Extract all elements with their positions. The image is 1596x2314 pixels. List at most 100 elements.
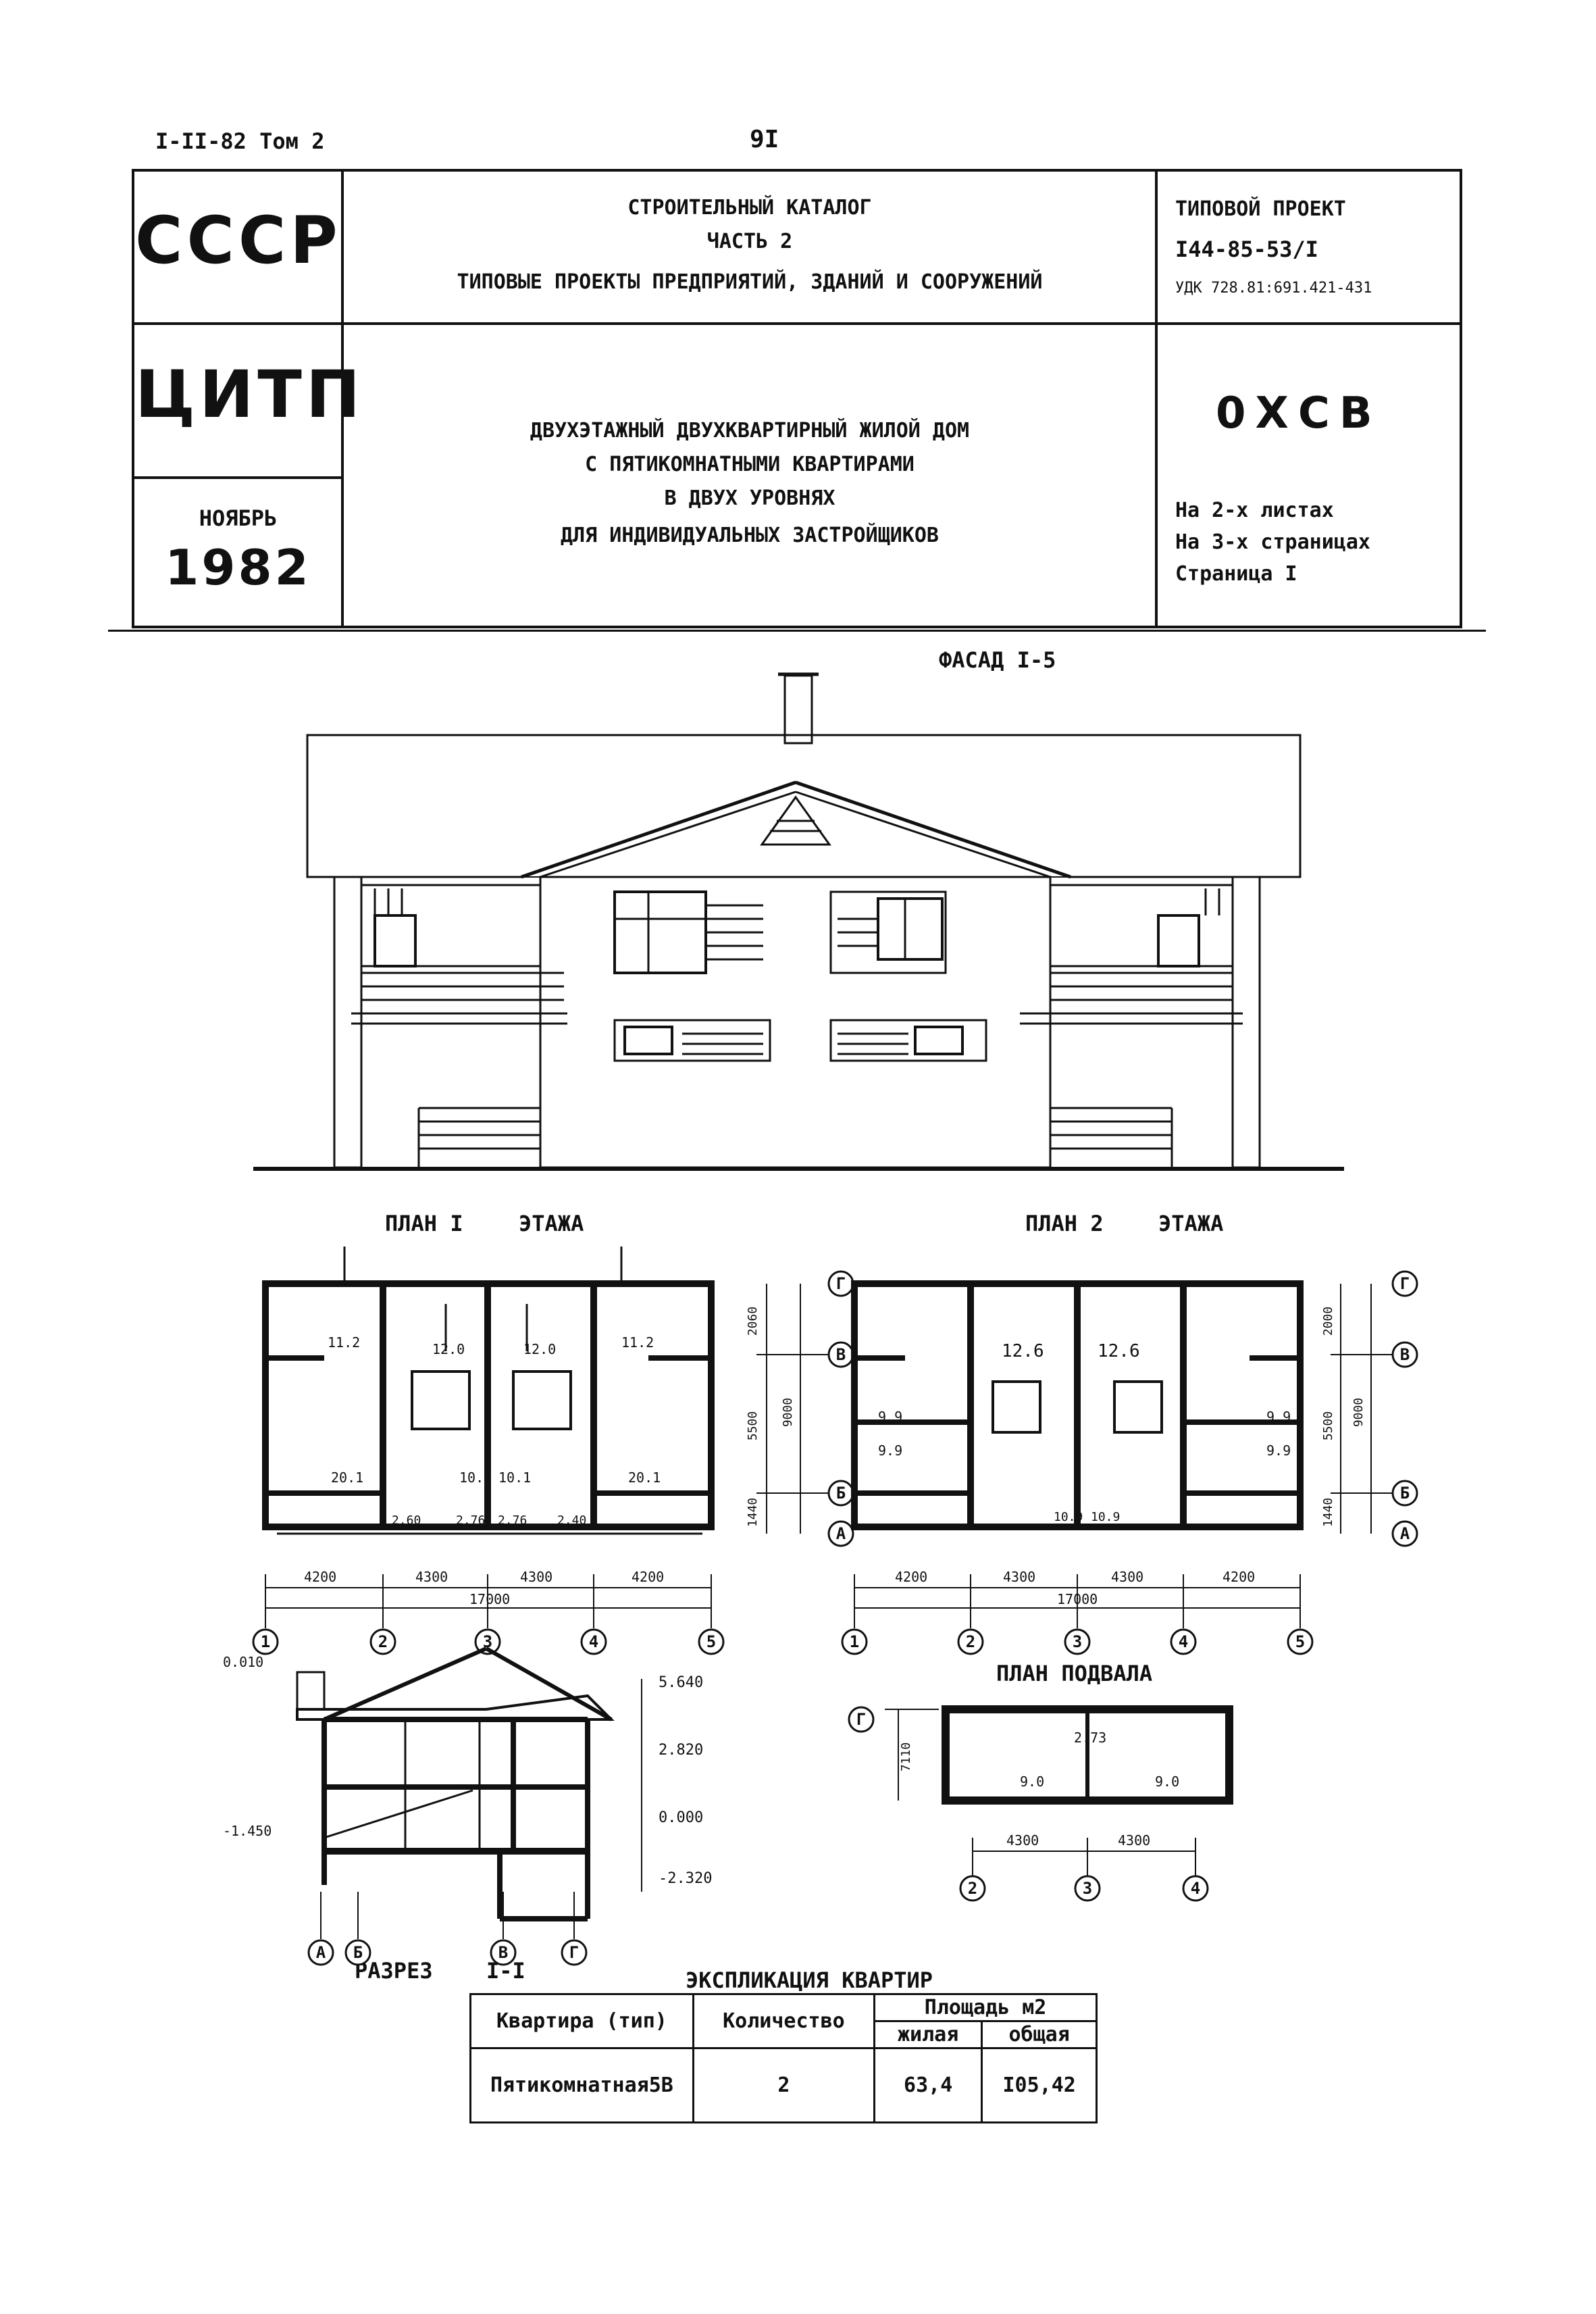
plan2-area: 10.9	[1091, 1510, 1121, 1524]
basement-axis-bubbles	[848, 1706, 1209, 1902]
plan1-area: 10.1	[498, 1469, 532, 1486]
section-axis-label: Б	[353, 1943, 363, 1962]
basement-dim: 4300	[1006, 1832, 1039, 1848]
catalog-line-1: СТРОИТЕЛЬНЫЙ КАТАЛОГ	[627, 196, 872, 220]
plan1-axis-label: 2	[378, 1632, 388, 1651]
description-line-3: В ДВУХ УРОВНЯХ	[664, 486, 835, 510]
section-level: 2.820	[659, 1742, 704, 1759]
plan1-vert-dim: 5500	[746, 1411, 761, 1441]
plan1-area: 2.40	[557, 1513, 587, 1528]
section-axis-label: А	[315, 1943, 326, 1962]
title-block	[132, 169, 1462, 628]
plan1-axis-label: 3	[482, 1632, 493, 1651]
plan1-area: 10.1	[459, 1469, 492, 1486]
basement-axis-label: Г	[856, 1710, 867, 1729]
col-header-total: общая	[981, 2020, 1098, 2049]
plan1-axis-label: Б	[835, 1484, 846, 1503]
basement-axis-label: 4	[1190, 1879, 1201, 1898]
basement-dim: 4300	[1118, 1832, 1151, 1848]
pages-count: На 3-х страницах	[1175, 530, 1370, 554]
plan1-dim: 4200	[632, 1569, 665, 1585]
plan1-axis-label: 5	[706, 1632, 717, 1651]
section-level: 5.640	[659, 1674, 704, 1691]
plan1-area: 20.1	[628, 1469, 661, 1486]
plan1-area: 2.60	[392, 1513, 421, 1528]
plan2-area: 9.9	[878, 1409, 903, 1425]
basement-vert-dim: 7110	[899, 1742, 914, 1772]
basement-area: 2.73	[1074, 1730, 1107, 1746]
plan1-area: 11.2	[328, 1334, 361, 1351]
section-level: 0.010	[223, 1654, 264, 1670]
plan2-dim: 4300	[1111, 1569, 1144, 1585]
plan2-vert-dim: 5500	[1321, 1411, 1336, 1441]
basement-axis-label: 2	[967, 1879, 978, 1898]
row-living: 63,4	[873, 2047, 983, 2123]
col-header-living: жилая	[873, 2020, 983, 2049]
plan2-axis-label: 1	[849, 1632, 860, 1651]
plan2-axis-label: Г	[1399, 1274, 1410, 1293]
plan1-area: 12.0	[523, 1341, 557, 1357]
col-header-type: Квартира (тип)	[469, 1993, 694, 2049]
row-total: I05,42	[981, 2047, 1098, 2123]
series-label: I-II-82 Том 2	[155, 128, 325, 154]
basement-area: 9.0	[1020, 1774, 1045, 1790]
facade-drawing	[253, 672, 1344, 1171]
plan2-axis-label: 4	[1178, 1632, 1189, 1651]
plan1-axis-bubbles	[252, 1270, 854, 1655]
sheets-count: На 2-х листах	[1175, 499, 1334, 522]
plan2-axis-label: 2	[965, 1632, 976, 1651]
plan1-area: 2.76	[498, 1513, 527, 1528]
plan2-axis-label: В	[1399, 1345, 1410, 1364]
description-line-1: ДВУХЭТАЖНЫЙ ДВУХКВАРТИРНЫЙ ЖИЛОЙ ДОМ	[530, 419, 970, 443]
plan1-axis-label: Г	[835, 1274, 846, 1293]
plan1-vert-dim: 9000	[781, 1397, 796, 1428]
plan2-dim: 4300	[1003, 1569, 1036, 1585]
plan1-dim: 4300	[520, 1569, 553, 1585]
section-drawing	[296, 1646, 642, 1939]
plan2-vert-dim: 2000	[1321, 1306, 1336, 1336]
document-code: 0ХСВ	[1216, 388, 1382, 438]
udk-code: УДК 728.81:691.421-431	[1175, 280, 1372, 297]
plan2-axis-label: Б	[1399, 1484, 1410, 1503]
plan2-vert-dim: 9000	[1352, 1397, 1366, 1428]
org-citp: ЦИТП	[135, 357, 365, 432]
col-header-count: Количество	[692, 1993, 876, 2049]
plan2-dim: 4200	[895, 1569, 928, 1585]
plan1-title-suffix: ЭТАЖА	[519, 1211, 584, 1236]
section-level: -1.450	[223, 1823, 272, 1839]
section-axis-label: В	[498, 1943, 509, 1962]
title-block-underline	[108, 630, 1486, 632]
plan1-area: 12.0	[432, 1341, 465, 1357]
plan2-axis-label: 5	[1295, 1632, 1306, 1651]
row-count: 2	[692, 2047, 876, 2123]
col-header-area: Площадь м2	[873, 1993, 1098, 2022]
plan2-area: 12.6	[1098, 1341, 1140, 1361]
basement-area: 9.0	[1155, 1774, 1180, 1790]
plan2-axis-label: 3	[1072, 1632, 1083, 1651]
plan2-title-suffix: ЭТАЖА	[1158, 1211, 1224, 1236]
plan1-area: 2.76	[456, 1513, 486, 1528]
org-ussr: СССР	[135, 203, 342, 278]
plan2-axis-label: А	[1399, 1524, 1410, 1543]
plan2-title: ПЛАН 2	[1025, 1211, 1104, 1236]
plan1-vert-dim: 2060	[746, 1306, 761, 1336]
title-block-divider-h2	[132, 476, 342, 479]
project-label: ТИПОВОЙ ПРОЕКТ	[1175, 197, 1346, 221]
plan2-total-dim: 17000	[1057, 1591, 1098, 1607]
plan2-dim: 4200	[1222, 1569, 1256, 1585]
plan1-title: ПЛАН I	[385, 1211, 463, 1236]
section-axis-label: Г	[569, 1943, 580, 1962]
plan2-area: 9.9	[1266, 1409, 1291, 1425]
title-block-divider-h1	[132, 322, 1462, 325]
description-line-4: ДЛЯ ИНДИВИДУАЛЬНЫХ ЗАСТРОЙЩИКОВ	[561, 524, 939, 547]
basement-axis-label: 3	[1082, 1879, 1093, 1898]
catalog-line-2: ЧАСТЬ 2	[706, 230, 793, 253]
explication-table: Квартира (тип) Количество Площадь м2 жил…	[469, 1993, 1098, 2123]
basement-title: ПЛАН ПОДВАЛА	[996, 1661, 1153, 1686]
plan1-axis-label: 1	[260, 1632, 271, 1651]
description-line-2: С ПЯТИКОМНАТНЫМИ КВАРТИРАМИ	[585, 453, 915, 476]
issue-month: НОЯБРЬ	[199, 505, 278, 531]
title-block-divider-v2	[1155, 169, 1158, 628]
page-indicator: Страница I	[1175, 562, 1297, 586]
plan1-axis-label: В	[835, 1345, 846, 1364]
